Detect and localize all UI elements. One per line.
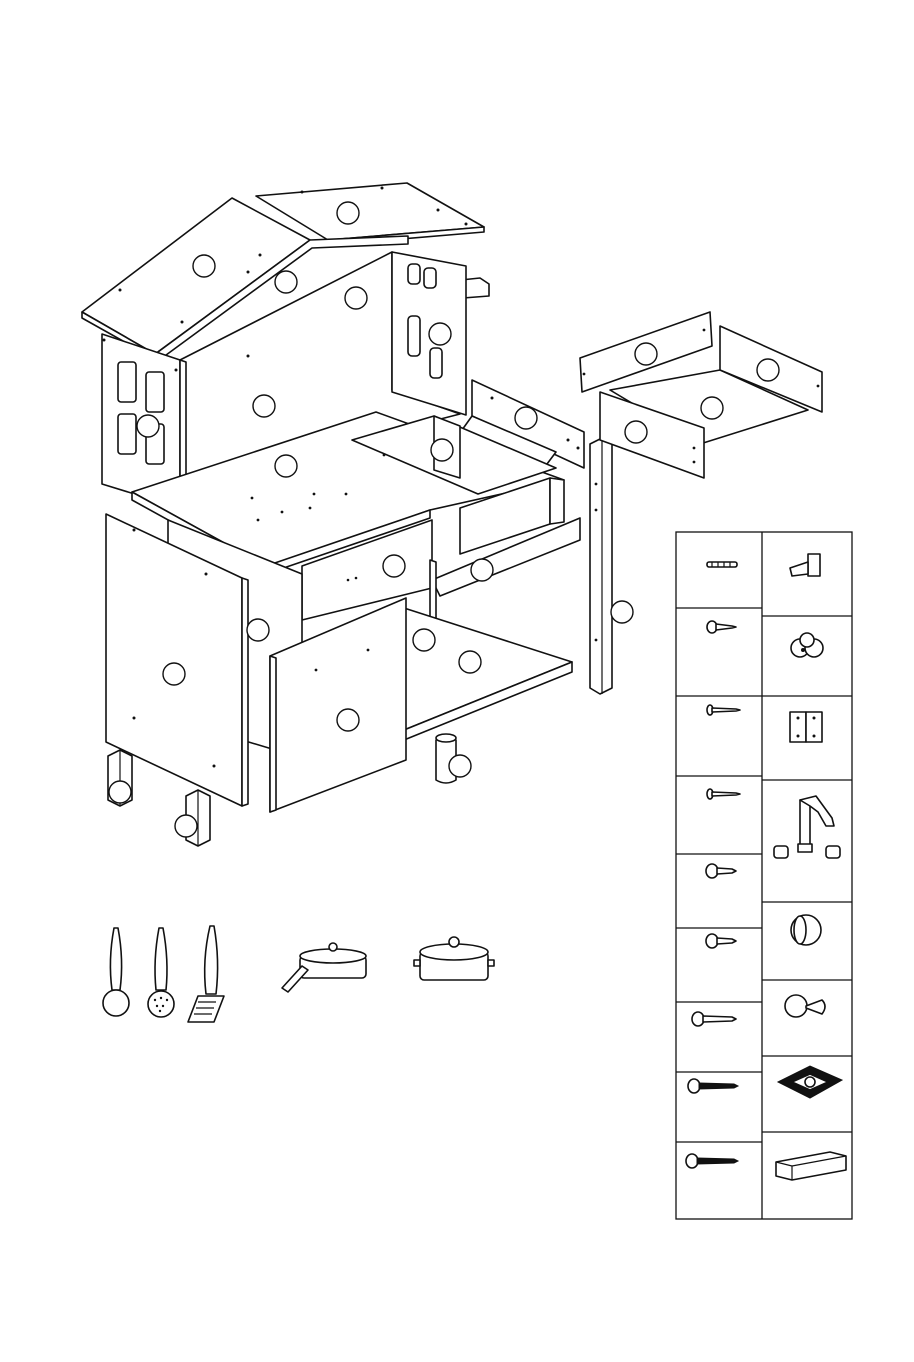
- callout-left-door: [163, 663, 185, 685]
- handle-knob: [785, 995, 825, 1017]
- callout-corner-post: [611, 601, 633, 623]
- callout-ridge: [275, 271, 297, 293]
- callout-drawer-back: [635, 343, 657, 365]
- pot: [414, 937, 494, 980]
- hinge: [790, 712, 822, 742]
- callout-sink: [431, 439, 453, 461]
- screw-pan-medium: [706, 864, 736, 878]
- screw-flat-long-2: [707, 789, 740, 799]
- callout-countertop: [275, 455, 297, 477]
- knob-clip: [791, 633, 823, 657]
- callout-door: [337, 709, 359, 731]
- skimmer: [148, 928, 174, 1017]
- saucepan: [282, 943, 366, 992]
- screw-pan-extra-long: [686, 1154, 738, 1168]
- callout-roof-left: [193, 255, 215, 277]
- callout-leg-right: [175, 815, 197, 837]
- wood-block: [776, 1152, 846, 1180]
- screw-pan-short: [707, 621, 736, 633]
- callout-drawer-front: [383, 555, 405, 577]
- screw-pan-long: [688, 1079, 738, 1093]
- stove-grate: [778, 1066, 842, 1098]
- callout-roof-right: [337, 202, 359, 224]
- hardware-table: [676, 532, 852, 1219]
- magnetic-catch: [790, 554, 820, 576]
- screw-pan-thread: [692, 1012, 736, 1026]
- screw-pan-medium-2: [706, 934, 736, 948]
- screw-flat-long: [707, 705, 740, 715]
- faucet-and-knobs: [774, 796, 840, 858]
- callout-drawer-bottom: [701, 397, 723, 419]
- burner-knob: [791, 915, 821, 945]
- callout-leg-back: [449, 755, 471, 777]
- callout-bottom-shelf: [459, 651, 481, 673]
- callout-drawer-panel: [625, 421, 647, 443]
- callout-inner-wall: [247, 619, 269, 641]
- callout-left-wall: [137, 415, 159, 437]
- callout-drawer-side: [757, 359, 779, 381]
- wooden-dowel: [707, 562, 737, 567]
- callout-beam: [345, 287, 367, 309]
- callout-leg-left: [109, 781, 131, 803]
- callout-right-wall: [429, 323, 451, 345]
- callout-oven-shelf: [471, 559, 493, 581]
- ladle: [103, 928, 129, 1016]
- corner-post: [590, 438, 612, 694]
- callout-divider: [413, 629, 435, 651]
- callout-back-wall: [253, 395, 275, 417]
- callout-bracket: [515, 407, 537, 429]
- spatula: [188, 926, 224, 1022]
